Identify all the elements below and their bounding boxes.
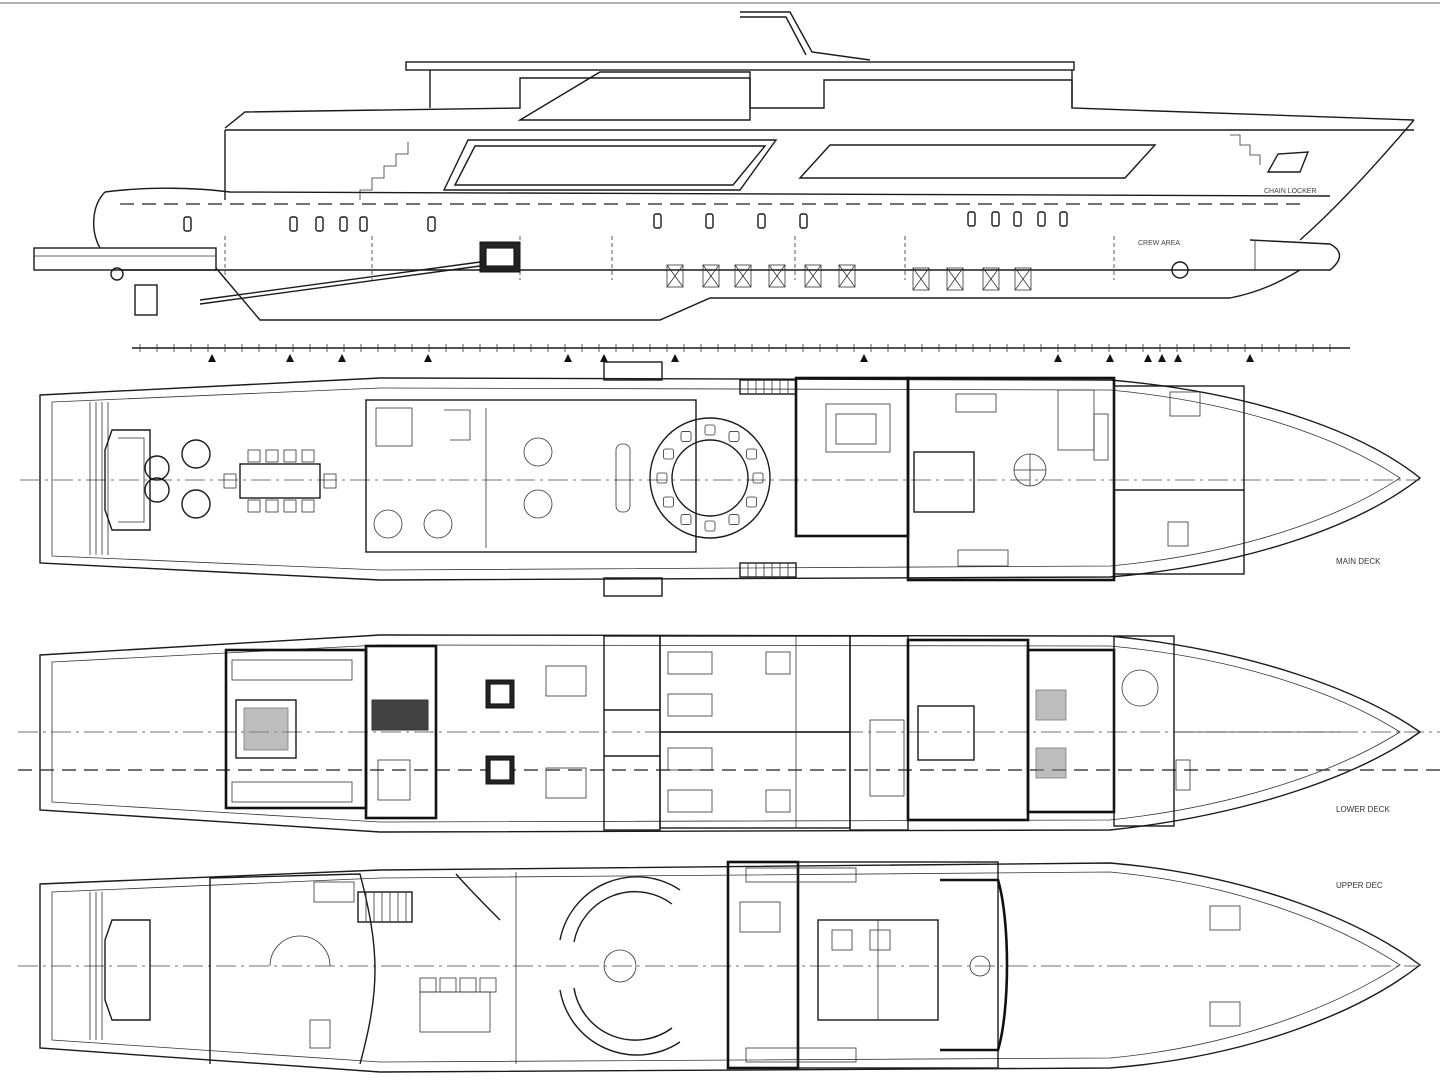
round-table-chair: [746, 496, 757, 508]
chain-locker-label: CHAIN LOCKER: [1264, 188, 1317, 195]
galley-block: [794, 376, 910, 538]
lower-deck-label: LOWER DECK: [1336, 805, 1390, 814]
upper-crew-block: [726, 860, 800, 1070]
scale-marker: [1158, 354, 1166, 362]
round-table-chair: [704, 520, 716, 532]
hull-bottom: [215, 267, 1301, 321]
tender-bay-stbd: [603, 577, 663, 597]
scale-marker: [1106, 354, 1114, 362]
round-table-chair: [663, 448, 674, 460]
main-aft-dining-table: [223, 449, 337, 513]
main-deck-outline: [39, 377, 1422, 581]
portholes: [183, 211, 1068, 232]
scale-marker: [1246, 354, 1254, 362]
round-table-chair: [680, 514, 692, 525]
upper-deck-label: UPPER DEC: [1336, 881, 1383, 890]
upper-aft-sofa: [104, 919, 151, 1021]
lower-ensuite-aft: [364, 644, 438, 820]
scale-marker: [600, 354, 608, 362]
round-table-chair: [663, 496, 674, 508]
aft-lounge-chairs: [144, 439, 211, 519]
engine-port: [485, 679, 515, 709]
round-table-chair: [680, 431, 692, 442]
main-round-dining-table: [649, 417, 771, 539]
chain-locker-icon: [1266, 151, 1310, 173]
scale-marker: [1144, 354, 1152, 362]
scale-marker: [564, 354, 572, 362]
mast: [740, 11, 871, 61]
round-table-chair: [746, 448, 757, 460]
lower-guest-cabins-port: [659, 635, 851, 733]
main-deck-plan: [20, 361, 1422, 597]
round-table-chair: [704, 424, 716, 436]
profile-view: [33, 11, 1415, 321]
tanks-row: [666, 264, 1032, 291]
tender-bay-port: [603, 361, 663, 381]
scale-marker: [1054, 354, 1062, 362]
tank-space: [603, 635, 661, 831]
scale-marker: [208, 354, 216, 362]
round-table-chair: [728, 514, 740, 525]
hardtop: [405, 61, 1075, 71]
upper-aft-deck-area: [209, 873, 376, 1065]
upper-window-aft: [442, 139, 778, 191]
scale-marker: [1174, 354, 1182, 362]
swim-platform: [33, 247, 217, 271]
crew-area-label: CREW AREA: [1138, 240, 1181, 247]
upper-deck-plan: [18, 860, 1422, 1073]
lower-deck-plan: [18, 634, 1440, 833]
round-table-chair: [752, 472, 764, 484]
round-table-chair: [728, 431, 740, 442]
scale-marker: [424, 354, 432, 362]
scale-marker: [338, 354, 346, 362]
lower-guest-cabins-stbd: [659, 731, 851, 829]
sheer-line: [104, 187, 1331, 197]
scale-marker: [286, 354, 294, 362]
wheelhouse: [940, 878, 1009, 1052]
owner-bed: [913, 451, 975, 513]
frame-scale: [132, 344, 1350, 362]
crew-cabins-fwd: [1113, 385, 1245, 575]
scale-marker: [860, 354, 868, 362]
engine: [199, 241, 521, 305]
main-saloon: [365, 399, 697, 553]
round-table-chair: [656, 472, 668, 484]
scale-marker: [671, 354, 679, 362]
aft-sofa: [104, 429, 151, 531]
lower-vip-cabin: [906, 638, 1030, 822]
upper-deck-outline: [39, 862, 1422, 1073]
engine-stbd: [485, 755, 515, 785]
upper-window-fwd: [798, 144, 1157, 179]
main-deck-label: MAIN DECK: [1336, 557, 1381, 566]
owner-cabin: [906, 376, 1116, 582]
bridge-deck: [224, 77, 1415, 129]
upper-saloon-sofas: [559, 876, 681, 1056]
